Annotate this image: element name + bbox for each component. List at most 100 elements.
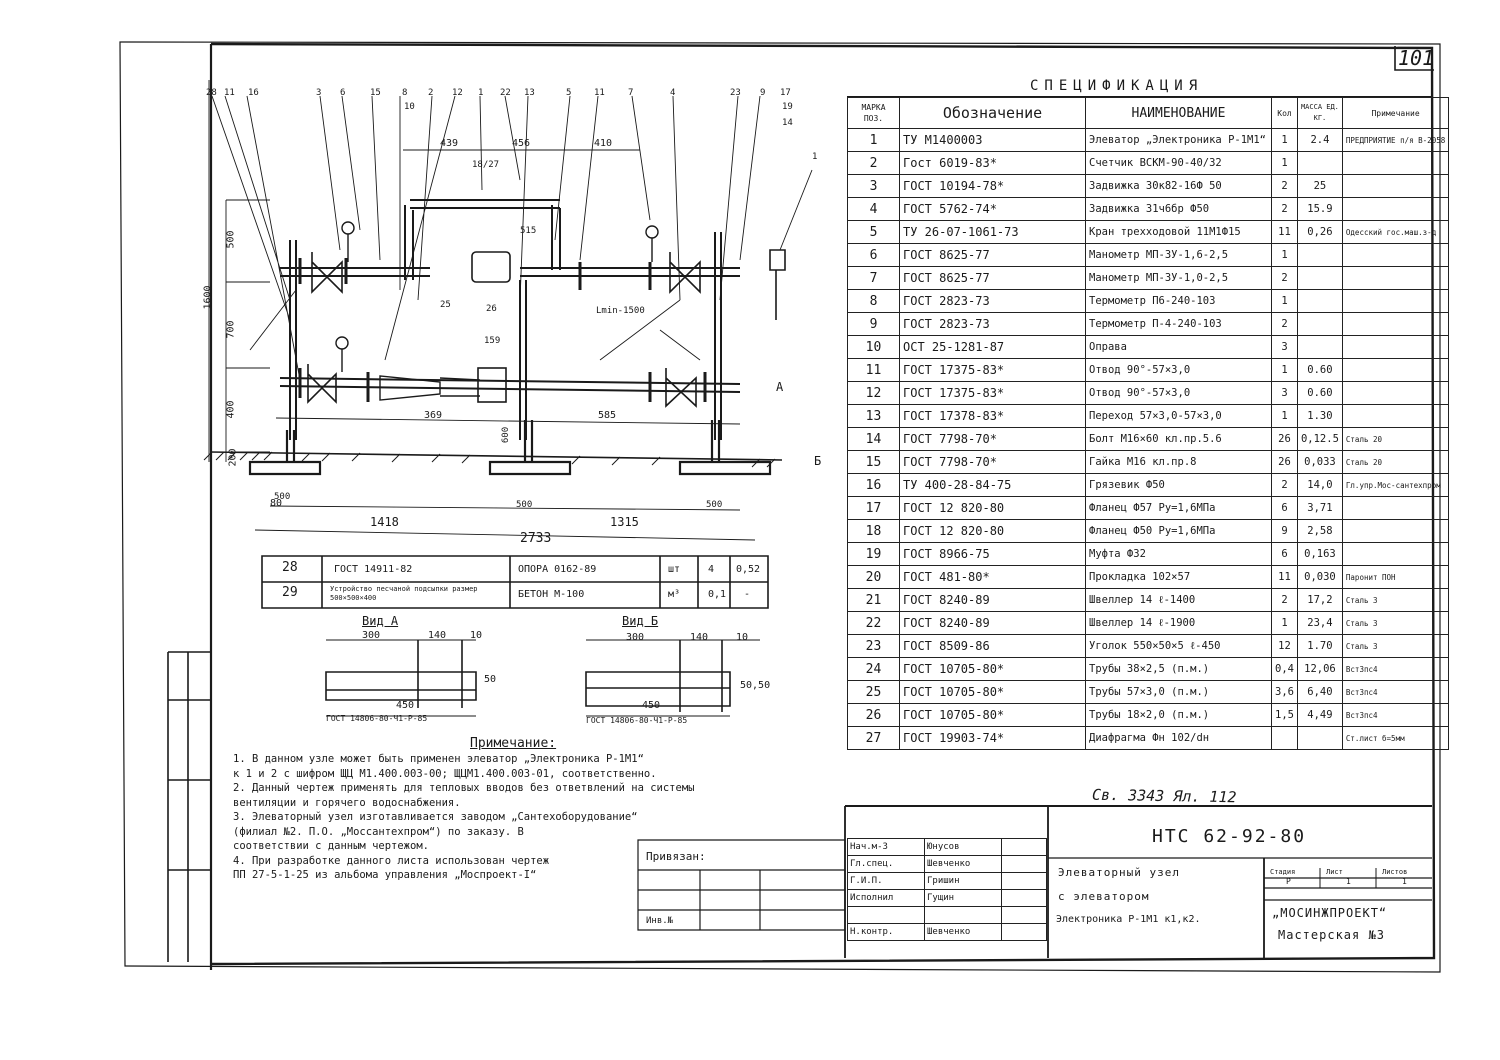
position-label: 26: [486, 304, 497, 314]
spec-cell-mass: 12,06: [1296, 657, 1343, 681]
spec-header-note: Примечание: [1341, 97, 1450, 129]
stamp-signature: [1001, 889, 1047, 907]
spec-header-name: НАИМЕНОВАНИЕ: [1085, 97, 1272, 129]
spec-cell-mark: 3: [847, 174, 900, 198]
view-b-50: 50,50: [740, 680, 771, 691]
position-label: 22: [500, 88, 511, 98]
spec-cell-note: Сталь 3: [1341, 634, 1450, 658]
spec-cell-designation: ГОСТ 8240-89: [899, 588, 1086, 612]
spec-cell-mass: 4,49: [1296, 703, 1343, 727]
spec-cell-note: [1341, 519, 1450, 543]
spec-cell-note: [1341, 151, 1450, 175]
position-label: 16: [248, 88, 259, 98]
spec-cell-mass: [1296, 151, 1343, 175]
spec-cell-designation: ГОСТ 10705-80*: [899, 657, 1086, 681]
note-line: к 1 и 2 с шифром ЩЦ М1.400.003-00; ЩЦМ1.…: [233, 767, 657, 780]
spec-cell-mark: 12: [847, 381, 900, 405]
spec-cell-mass: 3,71: [1296, 496, 1343, 520]
note-line: 3. Элеваторный узел изготавливается заво…: [233, 811, 638, 823]
notes-title: Примечание:: [470, 736, 557, 751]
spec-cell-mass: 6,40: [1296, 680, 1343, 704]
spec-cell-name: Трубы 57×3,0 (п.м.): [1085, 680, 1272, 704]
spec-cell-qty: 2: [1271, 197, 1298, 221]
position-label: 7: [628, 88, 634, 98]
view-a-title: Вид А: [362, 614, 399, 628]
view-a-10: 10: [470, 630, 483, 641]
row28-unit: шт: [668, 564, 681, 575]
position-label: 2: [428, 88, 434, 98]
spec-cell-mark: 20: [847, 565, 900, 589]
spec-cell-qty: 1,5: [1271, 703, 1298, 727]
position-label: 11: [594, 88, 605, 98]
spec-cell-note: Вст3пс4: [1341, 680, 1450, 704]
spec-cell-qty: 2: [1271, 473, 1298, 497]
spec-cell-name: Швеллер 14 ℓ-1400: [1085, 588, 1272, 612]
row29-qty: 0,1: [708, 589, 727, 600]
spec-cell-designation: ГОСТ 2823-73: [899, 289, 1086, 313]
spec-cell-mark: 6: [847, 243, 900, 267]
stamp-person: Юнусов: [924, 838, 1002, 856]
page-number: 101: [1398, 46, 1435, 70]
dim-456: 456: [512, 138, 531, 149]
spec-cell-name: Фланец Ф50 Ру=1,6МПа: [1085, 519, 1272, 543]
dim-1315: 1315: [610, 515, 639, 529]
stamp-signature: [1001, 872, 1047, 890]
spec-cell-name: Фланец Ф57 Ру=1,6МПа: [1085, 496, 1272, 520]
dim-369: 369: [424, 410, 443, 421]
dim-585: 585: [598, 410, 617, 421]
dim-400: 400: [225, 400, 237, 419]
row28-qty: 4: [708, 564, 715, 575]
row29-unit: м³: [668, 589, 681, 600]
spec-cell-name: Задвижка 31ч6бр Ф50: [1085, 197, 1272, 221]
stamp-person: Гущин: [924, 889, 1002, 907]
stamp-signature: [1001, 838, 1047, 856]
dim-515: 515: [520, 226, 537, 236]
spec-cell-qty: 26: [1271, 450, 1298, 474]
spec-cell-qty: 12: [1271, 634, 1298, 658]
position-label: 23: [730, 88, 741, 98]
spec-cell-mass: 25: [1296, 174, 1343, 198]
view-a-300: 300: [362, 630, 381, 641]
spec-cell-note: Сталь 3: [1341, 588, 1450, 612]
spec-header-mark: МАРКА ПОЗ.: [847, 97, 900, 129]
spec-cell-name: Задвижка 30к82-16Ф 50: [1085, 174, 1272, 198]
view-a-450: 450: [396, 700, 415, 711]
position-label: 1: [812, 152, 818, 162]
spec-cell-qty: 3: [1271, 381, 1298, 405]
spec-cell-mass: 2.4: [1296, 128, 1343, 152]
spec-cell-mark: 11: [847, 358, 900, 382]
stamp-person: Гришин: [924, 872, 1002, 890]
row29-desc: Устройство песчаной подсыпки размер 500×…: [330, 585, 478, 602]
spec-cell-mass: [1296, 266, 1343, 290]
position-label: 18/27: [472, 160, 500, 170]
row28-gost: ГОСТ 14911-82: [334, 564, 413, 575]
inv-number-label: Инв.№: [646, 916, 674, 926]
spec-cell-mark: 2: [847, 151, 900, 175]
spec-cell-note: [1341, 289, 1450, 313]
sheet-value: 1: [1346, 877, 1351, 886]
spec-cell-mass: [1296, 335, 1343, 359]
position-label: 3: [316, 88, 322, 98]
note-line: 1. В данном узле может быть применен эле…: [233, 753, 644, 765]
view-a-140: 140: [428, 630, 447, 641]
spec-cell-note: [1341, 197, 1450, 221]
view-b-140: 140: [690, 632, 709, 643]
stamp-signature: [1001, 906, 1047, 924]
view-b-450: 450: [642, 700, 661, 711]
spec-cell-mass: 15.9: [1296, 197, 1343, 221]
spec-cell-mass: [1296, 289, 1343, 313]
position-label: 9: [760, 88, 766, 98]
spec-cell-mark: 10: [847, 335, 900, 359]
